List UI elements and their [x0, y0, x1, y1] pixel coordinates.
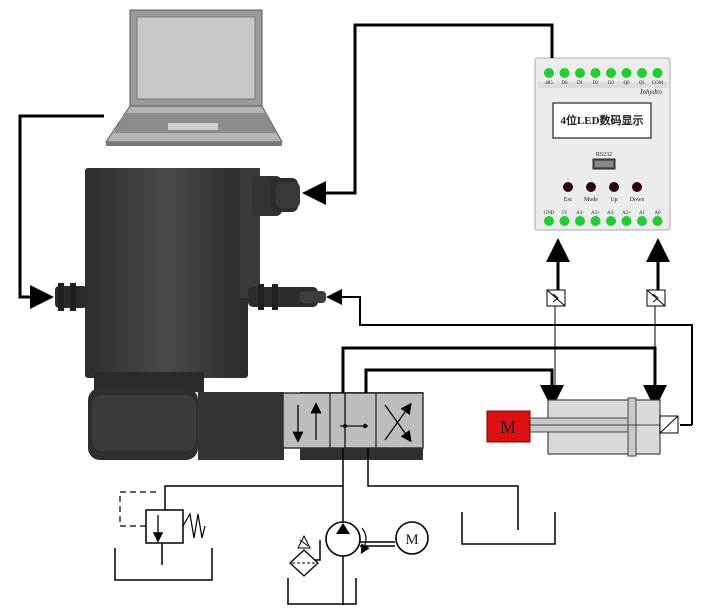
- terminal-label: 5V: [561, 211, 568, 216]
- terminal-label: A3+: [591, 211, 600, 216]
- valve-amplifier-block: [55, 168, 326, 392]
- terminal-led: [652, 216, 663, 226]
- control-button[interactable]: [586, 182, 596, 192]
- control-button-label: Down: [630, 197, 645, 203]
- terminal-label: A3-: [576, 211, 584, 216]
- hydraulic-circuit: [114, 448, 556, 605]
- filter-icon: [289, 534, 319, 577]
- pump-motor-icon: M: [395, 521, 429, 555]
- terminal-led: [606, 68, 616, 78]
- left-connector: [55, 283, 87, 311]
- terminal-led: [621, 216, 632, 226]
- terminal-label: A0: [654, 211, 661, 216]
- rs232-label: RS232: [596, 152, 612, 158]
- control-button[interactable]: [632, 182, 642, 192]
- control-button[interactable]: [609, 182, 619, 192]
- pump-icon: [325, 521, 395, 557]
- terminal-label: Q0: [623, 81, 630, 86]
- pressure-transducer-b: [646, 289, 666, 307]
- control-button-label: Mode: [584, 197, 598, 203]
- terminal-led: [575, 216, 585, 226]
- relief-valve: [119, 491, 206, 544]
- control-button[interactable]: [563, 182, 573, 192]
- sensor-lines: [554, 306, 656, 405]
- terminal-led: [544, 68, 554, 78]
- terminal-led: [544, 216, 554, 226]
- hydraulic-cylinder: [527, 397, 679, 457]
- pump-motor-label: M: [405, 532, 418, 548]
- terminal-led: [652, 68, 663, 78]
- terminal-label: 485: [545, 81, 553, 86]
- terminal-led: [575, 68, 585, 78]
- controller-module: Inhydro 4位LED数码显示 RS232 Esc Mode Up Down 48…: [534, 57, 671, 231]
- terminal-label: A2+: [622, 211, 631, 216]
- terminal-label: D3: [608, 81, 615, 86]
- terminal-label: A1: [639, 211, 646, 216]
- terminal-label: D0: [561, 81, 568, 86]
- terminal-label: COM: [652, 81, 664, 86]
- terminal-label: A2-: [607, 211, 615, 216]
- terminal-led: [637, 68, 647, 78]
- terminal-led: [621, 68, 632, 78]
- laptop-icon: [105, 9, 283, 146]
- terminal-label: D2: [592, 81, 599, 86]
- control-button-label: Esc: [564, 197, 573, 203]
- terminal-led: [590, 68, 601, 78]
- top-connector: [270, 178, 300, 212]
- terminal-led: [637, 216, 647, 226]
- terminal-label: Q1: [639, 81, 646, 86]
- terminal-label: D1: [577, 81, 584, 86]
- terminal-led: [559, 68, 570, 78]
- terminal-led: [606, 216, 616, 226]
- load-motor: M: [486, 410, 531, 443]
- terminal-led: [590, 216, 601, 226]
- pressure-transducer-a: [546, 289, 566, 307]
- display-label: 4位LED数码显示: [560, 113, 643, 127]
- right-connector: [248, 284, 326, 310]
- control-button-label: Up: [610, 197, 617, 203]
- terminal-label: GND: [544, 211, 555, 216]
- load-motor-label: M: [500, 417, 516, 437]
- controller-brand: Inhydro: [639, 88, 662, 96]
- directional-valve-symbol: [282, 392, 424, 449]
- terminal-led: [559, 216, 570, 226]
